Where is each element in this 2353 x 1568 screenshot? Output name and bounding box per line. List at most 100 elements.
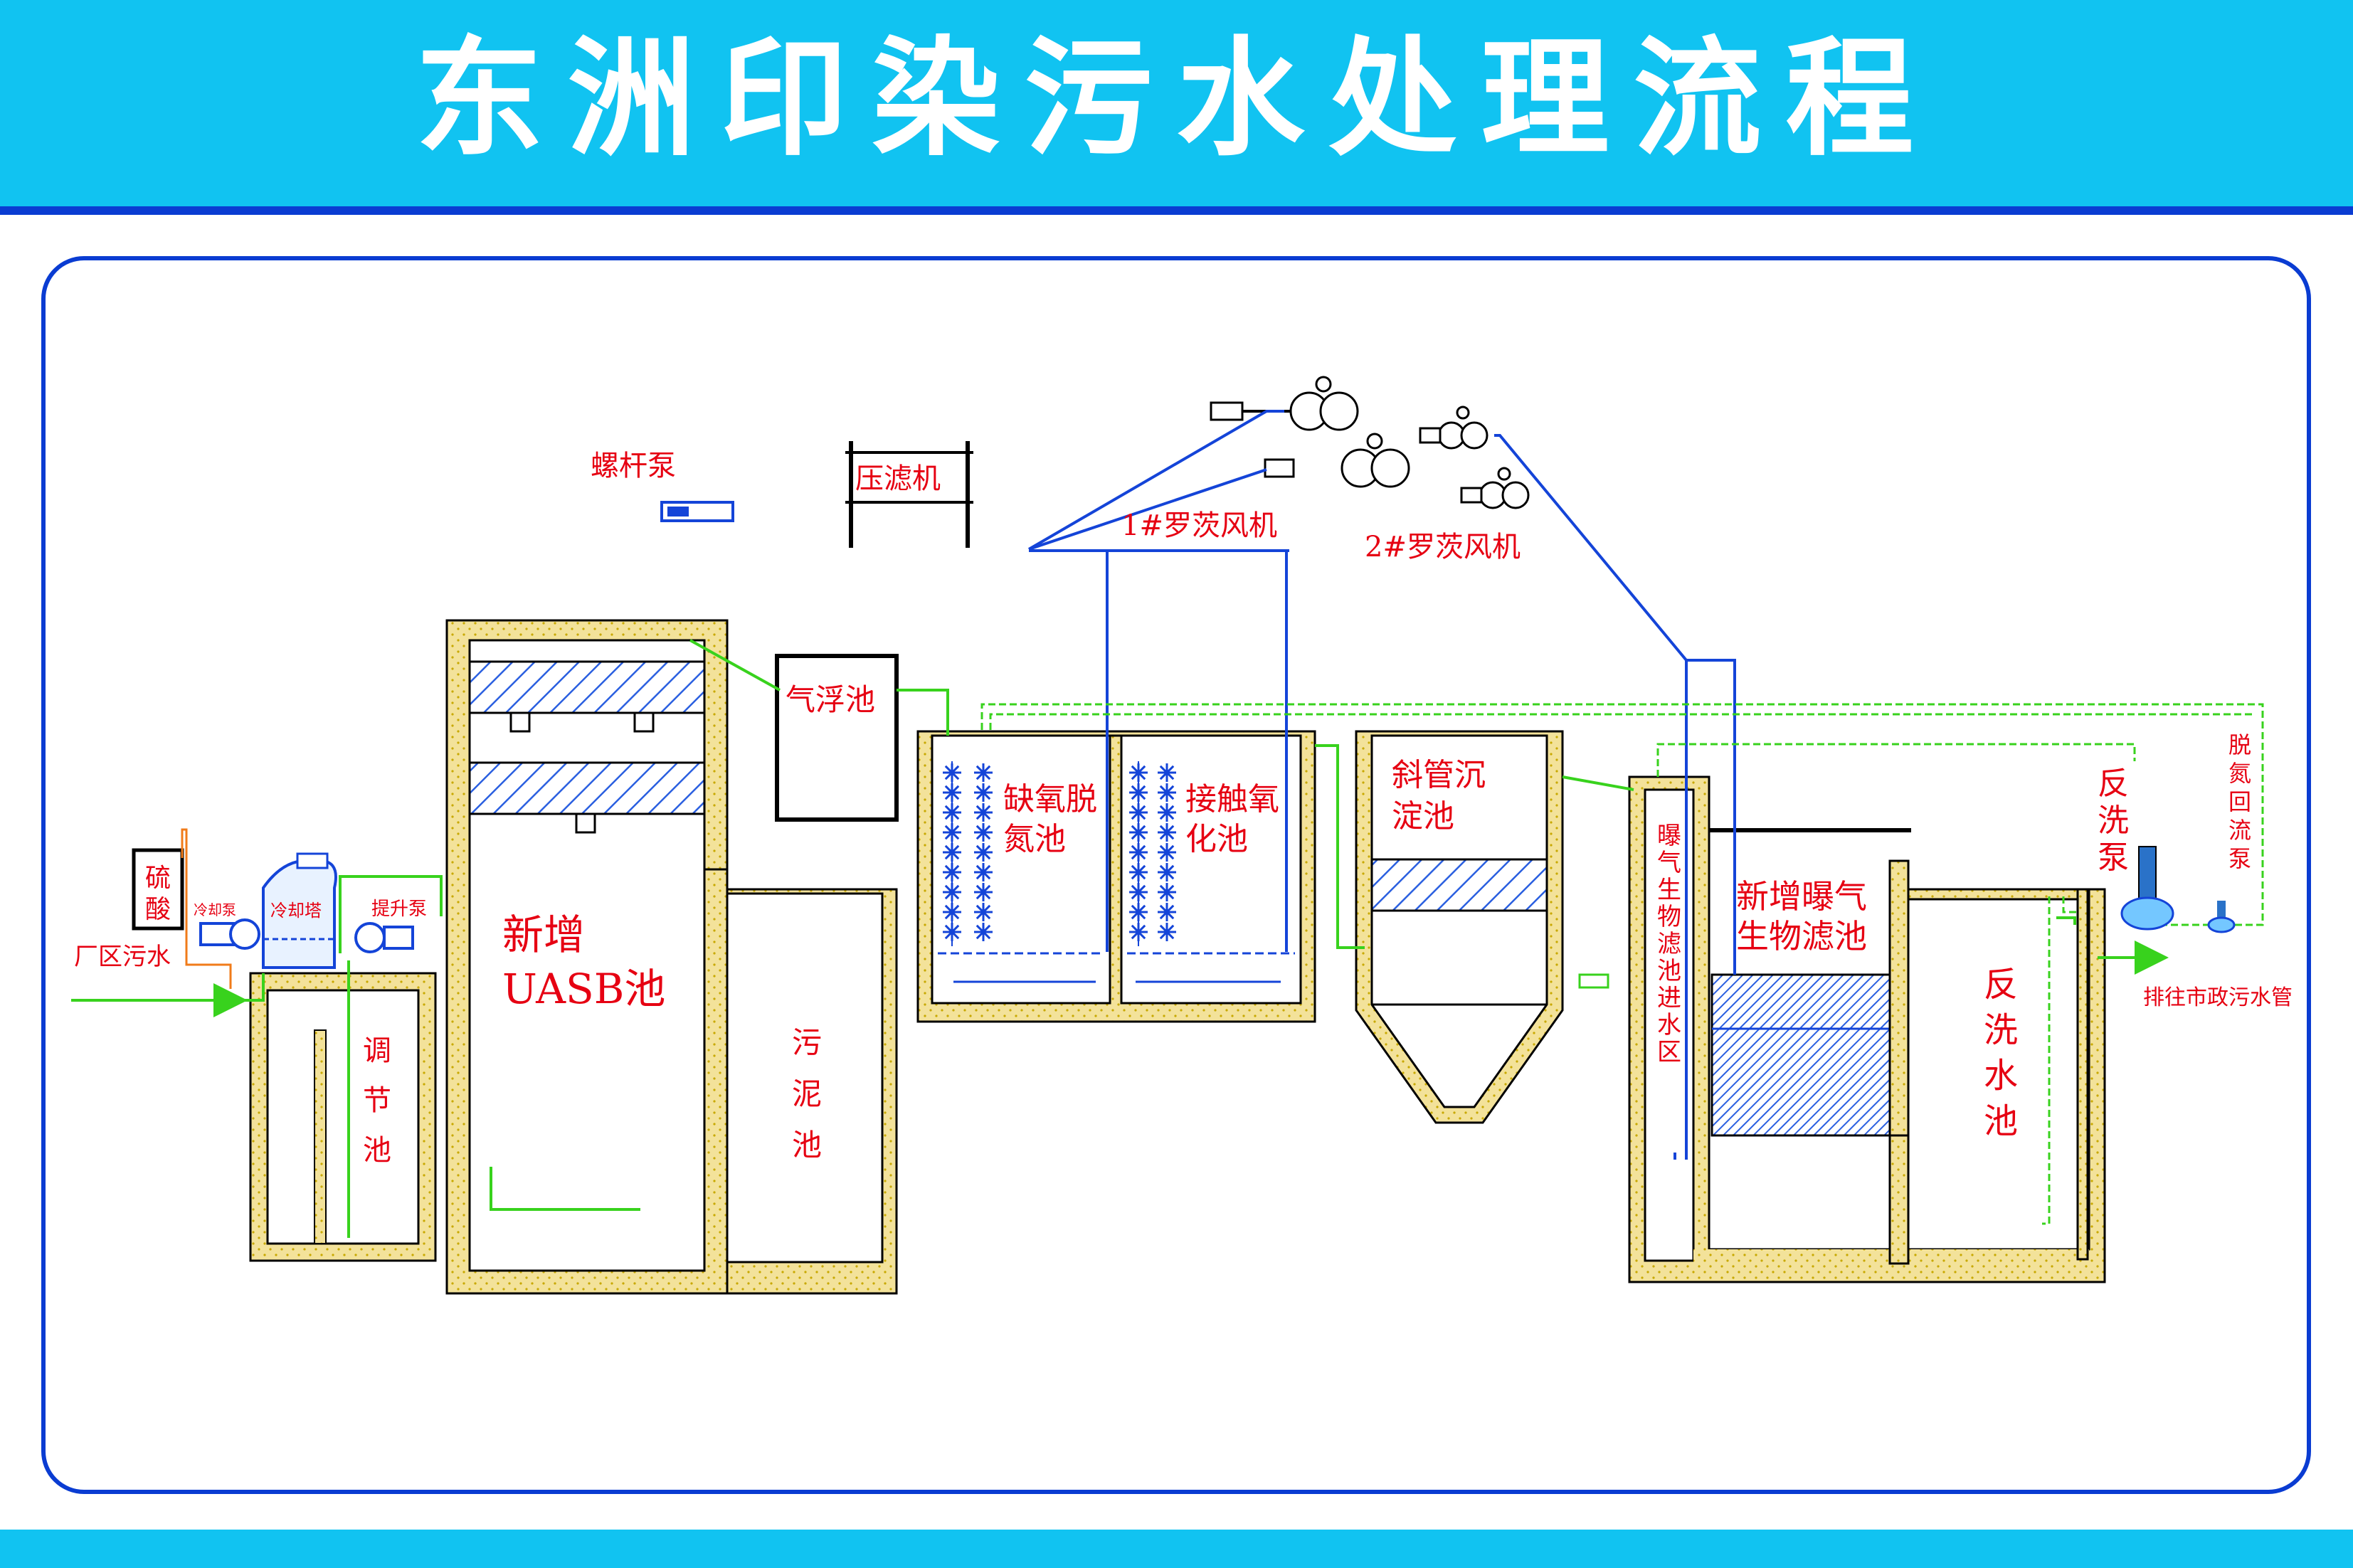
acid-dosing-line [181, 828, 232, 989]
small-connector-icon [1578, 973, 1609, 989]
cooling-pump-icon [199, 918, 260, 950]
aerated-biofilter-tank [1628, 775, 2106, 1283]
sulfuric-acid-label-1: 硫 [145, 864, 171, 893]
aerator-star-icon [974, 783, 993, 802]
aerator-star-icon [974, 863, 993, 881]
screw-pump-icon [660, 501, 734, 522]
backwash-pump-label-char: 泵 [2098, 839, 2129, 876]
backwash-tank-label-char: 洗 [1984, 1010, 2018, 1050]
aerator-star-icon [1158, 883, 1176, 901]
title-banner [0, 0, 2353, 206]
aerator-star-icon [974, 843, 993, 862]
denitrify-return-label-char: 泵 [2228, 845, 2251, 872]
backwash-pump-label-char: 洗 [2098, 802, 2129, 839]
uasb-tank [445, 619, 729, 1295]
to-municipal-label: 排往市政污水管 [2143, 985, 2293, 1010]
regulating-tank-label-2: 节 [363, 1084, 391, 1117]
backwash-tank-label-char: 反 [1984, 965, 2018, 1005]
cooling-tower-icon [262, 852, 337, 969]
backwash-tank-label-char: 池 [1984, 1101, 2018, 1141]
uasb-label-2: UASB池 [502, 965, 665, 1013]
baf-inlet-label-char: 池 [1657, 957, 1681, 985]
sulfuric-acid-box [132, 848, 184, 931]
blower-2-label: 2#罗茨风机 [1365, 531, 1521, 563]
aerator-star-icon [1158, 823, 1176, 842]
baf-inlet-label-char: 区 [1657, 1038, 1681, 1066]
page-title: 东洲印染污水处理流程 [415, 25, 1938, 174]
backwash-tank-label-char: 水 [1984, 1056, 2018, 1096]
aerator-star-icon [974, 803, 993, 822]
aerator-array [943, 761, 1176, 946]
footer-bar [0, 1530, 2353, 1568]
denitrify-return-label-char: 回 [2228, 788, 2251, 815]
air-flotation-label: 气浮池 [786, 682, 875, 717]
sludge-tank-label-2: 泥 [792, 1076, 822, 1111]
air-flotation-tank [775, 654, 899, 822]
blower-1-icon [1210, 376, 1410, 488]
tube-settler-label-1: 斜管沉 [1392, 757, 1486, 793]
baf-inlet-label-char: 曝 [1657, 822, 1681, 850]
regulating-tank-label-3: 池 [363, 1134, 391, 1167]
denitrify-return-label-char: 脱 [2228, 731, 2251, 758]
backwash-pump-icon [2120, 846, 2174, 931]
blower-1-label: 1#罗茨风机 [1121, 509, 1277, 542]
sludge-tank-label-3: 池 [792, 1128, 822, 1162]
factory-sewage-label: 厂区污水 [74, 943, 171, 971]
return-pipes-dashed [980, 703, 2264, 1225]
aerator-star-icon [974, 883, 993, 901]
tube-settler-label-2: 淀池 [1392, 798, 1454, 835]
denitrify-return-label-char: 氮 [2228, 760, 2251, 787]
lift-pump-label: 提升泵 [371, 899, 427, 920]
backwash-pump-label-char: 反 [2098, 766, 2129, 802]
regulating-tank [249, 972, 437, 1262]
contact-oxidation-label-1: 接触氧 [1185, 781, 1279, 817]
blower-2-icon [1419, 406, 1530, 509]
aerator-star-icon [1158, 843, 1176, 862]
baf-inlet-label-char: 气 [1657, 849, 1681, 877]
uasb-label-1: 新增 [502, 911, 585, 959]
contact-oxidation-label-2: 化池 [1185, 821, 1248, 857]
baf-inlet-label-char: 水 [1657, 1011, 1681, 1039]
baf-inlet-label-char: 生 [1657, 876, 1681, 904]
anoxic-label-1: 缺氧脱 [1003, 781, 1097, 817]
screw-pump-label: 螺杆泵 [591, 450, 676, 482]
backwash-pump-label: 反洗泵 [2098, 766, 2129, 876]
baf-inlet-label-char: 滤 [1657, 930, 1681, 958]
aerator-star-icon [974, 763, 993, 782]
regulating-tank-label-1: 调 [363, 1034, 391, 1067]
baf-inlet-label-char: 进 [1657, 984, 1681, 1012]
tube-settler-tank [1355, 730, 1564, 1124]
aerator-star-icon [974, 903, 993, 921]
anoxic-and-contact-oxidation-tanks [916, 730, 1316, 1023]
denitrify-return-label-char: 流 [2228, 817, 2251, 844]
anoxic-label-2: 氮池 [1003, 821, 1066, 857]
banner-underline [0, 206, 2353, 215]
sludge-tank-label-1: 污 [792, 1025, 822, 1060]
baf-label-1: 新增曝气 [1736, 877, 1867, 916]
lift-pump-icon [354, 922, 414, 953]
baf-label-2: 生物滤池 [1736, 917, 1867, 955]
filter-press-label: 压滤机 [855, 462, 941, 495]
sludge-tank [726, 888, 898, 1295]
aerator-star-icon [1158, 783, 1176, 802]
aerator-star-icon [1158, 803, 1176, 822]
aerator-star-icon [974, 923, 993, 941]
diagram-frame [41, 256, 2311, 1494]
aerator-star-icon [1158, 923, 1176, 941]
aerator-star-icon [1158, 763, 1176, 782]
denitrify-return-pump-icon [2207, 901, 2236, 933]
baf-inlet-label-char: 物 [1657, 903, 1681, 931]
filter-press-icon [845, 441, 973, 548]
sulfuric-acid-label-2: 酸 [145, 895, 171, 924]
air-pipes [1027, 410, 1736, 1160]
aerator-star-icon [974, 823, 993, 842]
aerator-star-icon [1158, 863, 1176, 881]
aerator-star-icon [1158, 903, 1176, 921]
cooling-tower-label: 冷却塔 [270, 901, 322, 921]
water-pipes [71, 639, 2169, 1238]
cooling-pump-label: 冷却泵 [194, 901, 236, 918]
